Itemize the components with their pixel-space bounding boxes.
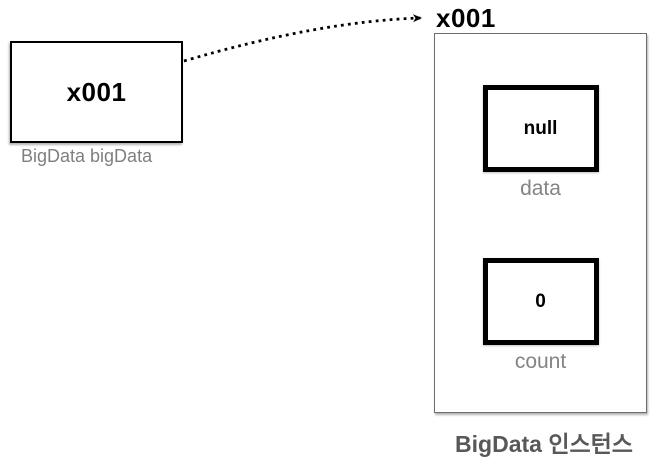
reference-variable-box: x001 — [10, 41, 183, 143]
reference-value: x001 — [66, 76, 127, 107]
field-count-value: 0 — [535, 290, 546, 312]
field-count: 0 count — [435, 258, 646, 374]
field-data-name: data — [520, 177, 561, 200]
field-count-value-box: 0 — [482, 258, 599, 345]
field-data: null data — [435, 85, 646, 201]
instance-title: BigData 인스턴스 — [455, 431, 633, 457]
field-data-value: null — [523, 117, 558, 139]
field-count-name: count — [514, 350, 567, 373]
field-data-value-box: null — [482, 85, 599, 172]
instance-box: null data 0 count — [434, 33, 647, 413]
instance-address-label: x001 — [436, 3, 496, 33]
reference-variable-label: BigData bigData — [21, 146, 153, 166]
